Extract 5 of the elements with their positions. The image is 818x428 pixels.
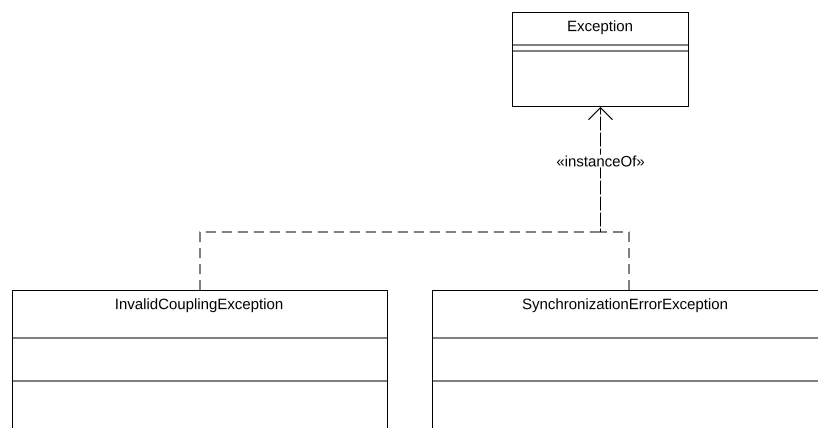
edge-label: «instanceOf»: [556, 156, 644, 166]
dependency-arrow: [588, 107, 630, 290]
class-box: SynchronizationErrorException: [432, 290, 818, 428]
class-box: InvalidCouplingException: [12, 290, 388, 428]
class-box: Exception: [512, 12, 689, 107]
